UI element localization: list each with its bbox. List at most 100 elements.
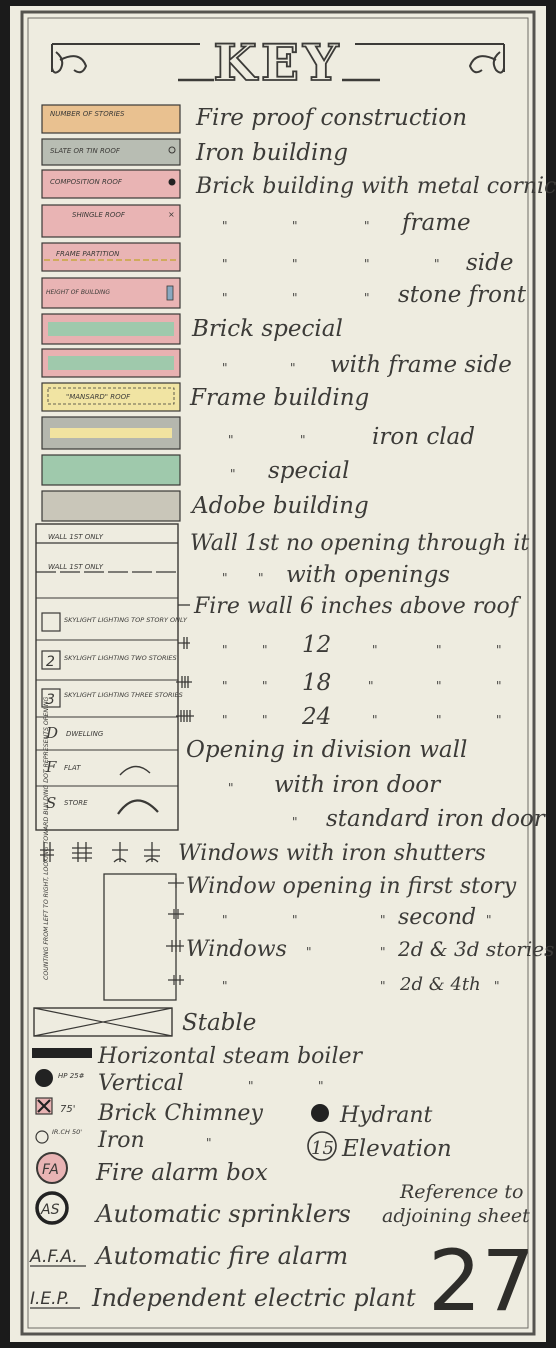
ditto-9d: ": [436, 679, 442, 693]
legend-swatches: NUMBER OF STORIES SLATE OR TIN ROOF COMP…: [41, 104, 181, 522]
ditto-2b: ": [292, 257, 298, 271]
iron-chimney-symbol: [35, 1130, 49, 1144]
iron-chimney-sym-text: IR.CH 50': [52, 1128, 82, 1136]
label-elevation: Elevation: [341, 1136, 452, 1162]
swatch-brick-frame: [41, 204, 181, 238]
swatch-brick-special-frame-core: [48, 356, 174, 370]
swatch-text-iron: SLATE OR TIN ROOF: [50, 147, 121, 155]
skylight-number-2: 2: [46, 654, 55, 670]
label-stable: Stable: [182, 1010, 256, 1036]
legend-labels: Fire proof construction Iron building Br…: [189, 105, 556, 519]
ditto-11a: ": [228, 781, 234, 795]
swatch-fireproof: [41, 104, 181, 134]
swatch-text-fireproof: NUMBER OF STORIES: [50, 110, 125, 118]
reference-line-2: adjoining sheet: [382, 1205, 530, 1227]
fire-wall-mark-12: [178, 637, 190, 649]
wall-symbol-box: WALL 1ST ONLY WALL 1ST ONLY SKYLIGHT LIG…: [35, 523, 188, 831]
ditto-8d: ": [436, 643, 442, 657]
ditto-16a: ": [248, 1079, 254, 1093]
skylight-text-1: SKYLIGHT LIGHTING TOP STORY ONLY: [64, 616, 188, 624]
ditto-3c: ": [364, 291, 370, 305]
mansard-box: [47, 387, 175, 405]
afa-abbr: A.F.A.: [29, 1247, 78, 1267]
shutter-symbol-2: [72, 842, 92, 862]
ditto-3b: ": [292, 291, 298, 305]
ditto-14b: ": [380, 945, 386, 959]
window-mark-second: [168, 909, 184, 919]
skylight-number-3: 3: [46, 692, 55, 708]
label-fire-wall-24: 24: [301, 704, 331, 730]
sprinkler-icon: [35, 1191, 69, 1225]
label-fire-alarm-box: Fire alarm box: [95, 1160, 268, 1186]
skylight-text-3: SKYLIGHT LIGHTING THREE STORIES: [64, 691, 183, 699]
ditto-5a: ": [228, 433, 234, 447]
ditto-10a: ": [222, 713, 228, 727]
ditto-10c: ": [372, 713, 378, 727]
ditto-12a: ": [292, 815, 298, 829]
swatch-frame-ironclad-core: [50, 428, 172, 438]
ditto-8a: ": [222, 643, 228, 657]
window-mark-2-3: [166, 940, 184, 952]
slate-roof-circle: [168, 146, 176, 154]
vertical-boiler-sym-text: HP 25#: [58, 1072, 85, 1080]
swatch-brick-special-core: [48, 322, 174, 336]
label-brick-cornice: Brick building with metal cornice: [195, 174, 556, 199]
occupancy-letter-s: S: [46, 794, 56, 812]
ditto-2d: ": [434, 257, 440, 271]
sprinkler-abbr: AS: [40, 1202, 60, 1218]
ditto-1c: ": [364, 219, 370, 233]
swatch-text-height: HEIGHT OF BUILDING: [46, 289, 110, 296]
ditto-10d: ": [436, 713, 442, 727]
ditto-6a: ": [230, 467, 236, 481]
label-window-first: Window opening in first story: [186, 874, 517, 899]
swatch-frame-special: [41, 454, 181, 486]
title-ornament: [51, 43, 505, 82]
label-wall-no-opening: Wall 1st no opening through it: [190, 531, 529, 556]
stable-cross: [33, 1007, 173, 1037]
fire-alarm-box-icon: [36, 1152, 68, 1184]
skylight-box-1: [41, 612, 61, 632]
reference-sheet-number: 27: [428, 1232, 535, 1330]
ditto-10e: ": [496, 713, 502, 727]
ditto-9e: ": [496, 679, 502, 693]
ditto-15c: ": [494, 979, 500, 993]
label-fire-wall-12: 12: [302, 632, 331, 658]
occupancy-text-d: DWELLING: [66, 730, 104, 738]
outer-frame: [20, 10, 536, 1336]
shutter-symbol-4: [144, 842, 160, 863]
shingle-roof-x: ×: [168, 210, 175, 219]
standard-iron-door-arc: [117, 799, 159, 815]
stable-symbol: [33, 1007, 173, 1037]
fire-alarm-box-abbr: FA: [42, 1162, 59, 1178]
occupancy-letter-d: D: [45, 724, 58, 742]
swatch-iron: [41, 138, 181, 166]
label-brick-frame: frame: [400, 210, 471, 236]
swatch-text-composition: COMPOSITION ROOF: [50, 178, 123, 186]
label-windows: Windows: [186, 937, 287, 962]
label-fire-wall-6: Fire wall 6 inches above roof: [193, 594, 522, 619]
vertical-boiler-symbol: [35, 1069, 53, 1087]
label-iron-shutters: Windows with iron shutters: [178, 841, 486, 866]
label-brick-chimney: Brick Chimney: [97, 1101, 263, 1126]
window-labels: Window opening in first story " " " seco…: [186, 874, 554, 995]
inner-frame: [27, 17, 529, 1329]
label-stone-front: stone front: [398, 282, 527, 308]
ditto-9c: ": [368, 679, 374, 693]
ditto-4b: ": [290, 361, 296, 375]
ditto-8e: ": [496, 643, 502, 657]
iron-shutter-symbols: [40, 842, 160, 863]
swatch-text-mansard: "MANSARD" ROOF: [66, 393, 131, 401]
window-opening-box: [103, 873, 177, 1001]
stone-front-mark: [166, 285, 174, 301]
label-frame: Frame building: [189, 385, 369, 411]
hydrant-icon: [311, 1104, 329, 1122]
ditto-17a: ": [206, 1136, 212, 1150]
ditto-15b: ": [380, 979, 386, 993]
ditto-1b: ": [292, 219, 298, 233]
label-vertical-boiler: Vertical: [98, 1071, 184, 1096]
label-brick-side: side: [466, 250, 514, 276]
wall-text-2: WALL 1ST ONLY: [48, 563, 104, 571]
ditto-7a: ": [222, 571, 228, 585]
ditto-7b: ": [258, 571, 264, 585]
label-iron-clad: iron clad: [372, 424, 475, 450]
